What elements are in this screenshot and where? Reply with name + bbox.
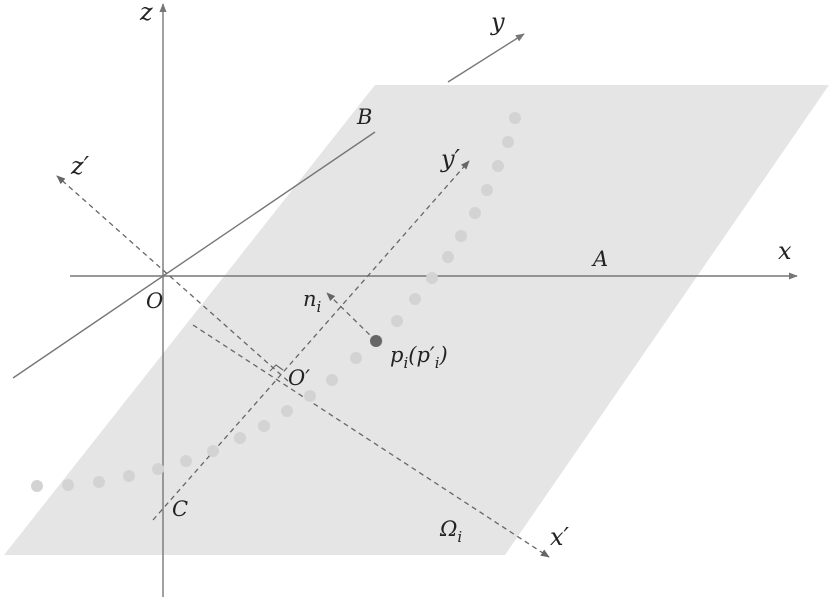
x-prime-axis	[192, 324, 550, 558]
normal-vector	[326, 292, 377, 342]
label-normal: ni	[303, 287, 322, 316]
cloud-point	[326, 374, 338, 386]
label-origin-prime: O′	[288, 366, 310, 390]
local-axes	[56, 160, 550, 558]
cloud-point	[481, 184, 493, 196]
cloud-point	[442, 251, 454, 263]
z-prime-axis	[56, 175, 289, 382]
right-angle-mark	[269, 364, 284, 372]
cloud-point	[469, 207, 481, 219]
cloud-point	[509, 112, 521, 124]
cloud-point	[391, 315, 403, 327]
cloud-point	[258, 420, 270, 432]
cloud-point	[350, 352, 362, 364]
cloud-point	[123, 470, 135, 482]
cloud-point	[180, 455, 192, 467]
cloud-point	[281, 405, 293, 417]
cloud-point	[62, 479, 74, 491]
label-origin: O	[146, 289, 163, 313]
cloud-point	[93, 476, 105, 488]
y-prime-axis	[152, 160, 470, 521]
cloud-point	[455, 230, 467, 242]
cloud-point	[426, 272, 438, 284]
cloud-point	[234, 432, 246, 444]
label-z-prime: z′	[70, 152, 90, 180]
cloud-point	[304, 390, 316, 402]
label-plane: Ωi	[439, 517, 462, 546]
cloud-point	[502, 136, 514, 148]
label-b: B	[356, 105, 372, 129]
label-a: A	[591, 247, 608, 271]
y-axis-segment-ob	[12, 131, 376, 379]
label-z: z	[139, 0, 153, 26]
cloud-point	[31, 480, 43, 492]
cloud-point	[409, 293, 421, 305]
cloud-point	[152, 463, 164, 475]
label-y-prime: y′	[440, 145, 461, 173]
label-x: x	[778, 237, 792, 265]
label-c: C	[172, 497, 188, 521]
label-y: y	[490, 8, 505, 36]
point-cloud	[31, 112, 521, 492]
label-point-pi: pi(p′i)	[390, 343, 448, 372]
label-x-prime: x′	[550, 523, 570, 551]
local-plane	[4, 85, 829, 555]
cloud-point	[207, 445, 219, 457]
y-axis-segment-outer	[447, 33, 525, 83]
cloud-point	[492, 160, 504, 172]
point-pi	[370, 335, 382, 347]
